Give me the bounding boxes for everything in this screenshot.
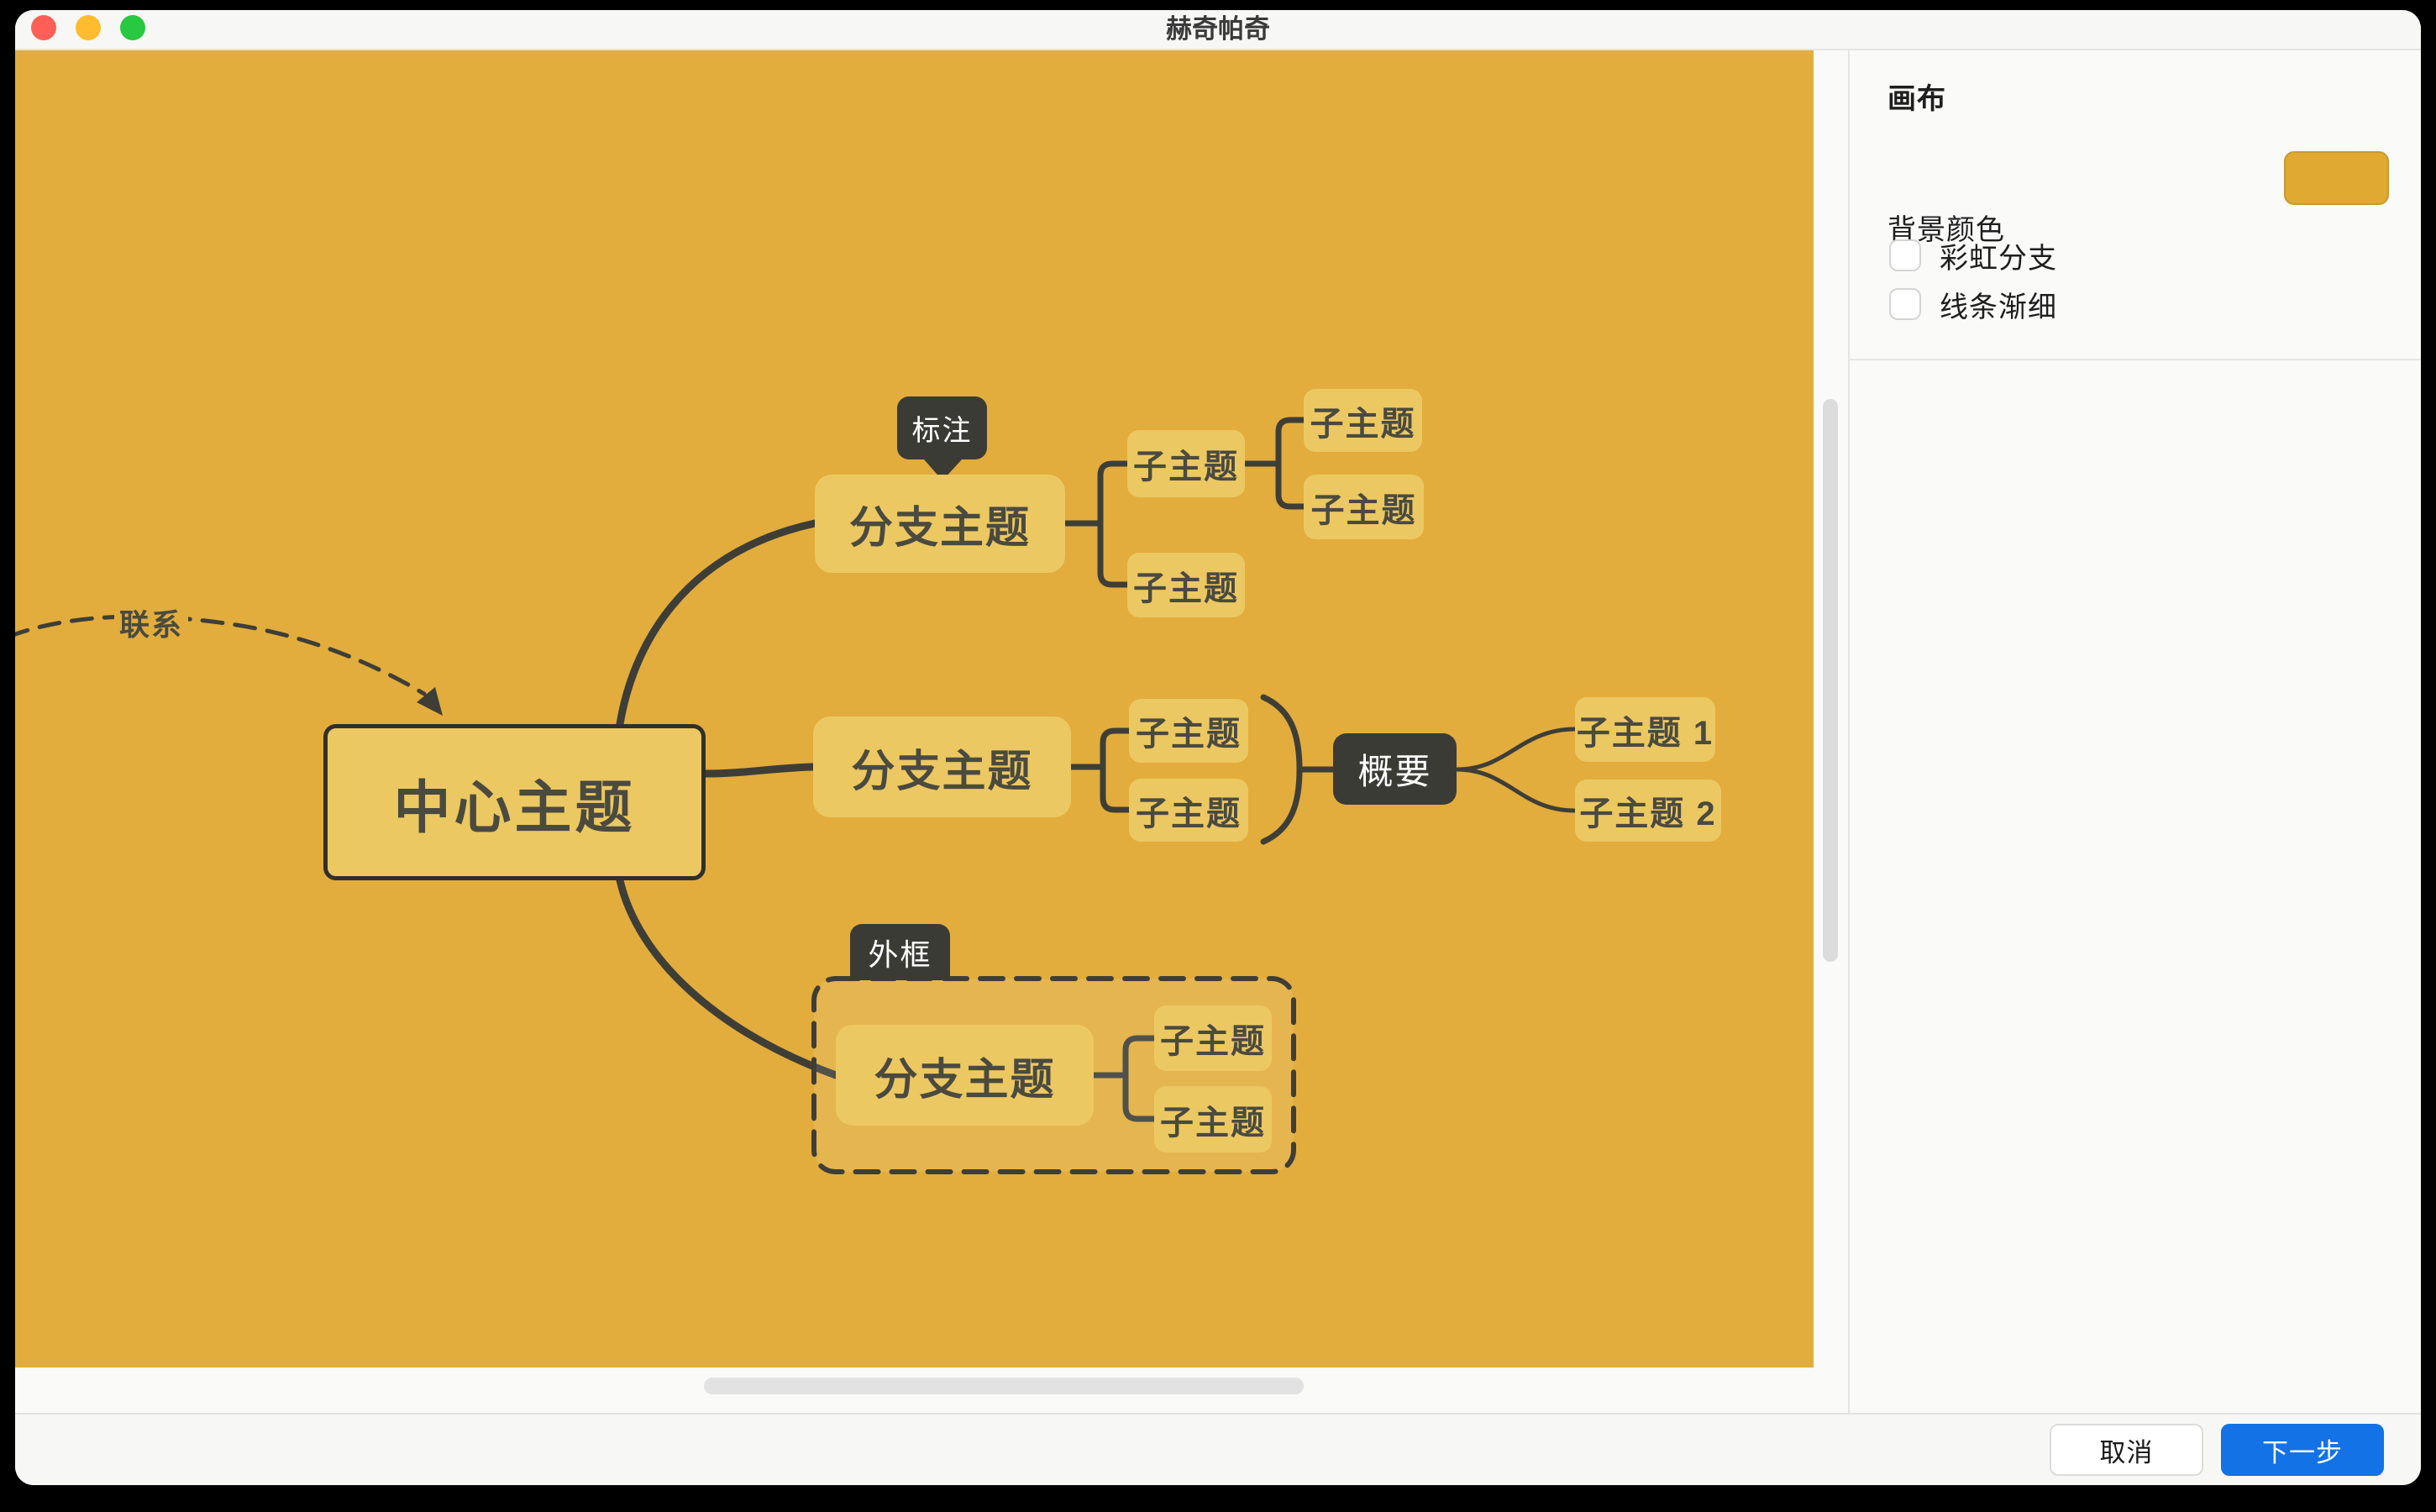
minimize-icon[interactable] [76, 15, 101, 40]
connector-bracket-top [1097, 460, 1131, 588]
summary-node[interactable]: 概要 [1333, 733, 1457, 805]
relationship-arrowhead-icon [417, 687, 443, 716]
subtopic-node[interactable]: 子主题 [1129, 779, 1248, 842]
connector-bracket-bottom [1122, 1035, 1158, 1122]
tapered-line-label: 线条渐细 [1940, 291, 2057, 323]
subtopic-node[interactable]: 子主题 [1304, 475, 1424, 539]
relationship-label[interactable]: 联系 [114, 599, 189, 646]
panel-title: 画布 [1887, 83, 1946, 115]
subtopic-node[interactable]: 子主题 [1154, 1086, 1272, 1152]
branch-topic-node-top[interactable]: 分支主题 [815, 475, 1065, 573]
branch-topic-node-middle[interactable]: 分支主题 [813, 717, 1071, 817]
titlebar[interactable]: 赫奇帕奇 [15, 10, 2421, 50]
horizontal-scrollbar[interactable] [704, 1378, 1304, 1394]
branch-topic-node-bottom[interactable]: 分支主题 [836, 1025, 1094, 1126]
fullscreen-icon[interactable] [120, 15, 145, 40]
boundary-label-tab[interactable]: 外框 [850, 924, 950, 980]
relationship-line [15, 614, 427, 696]
app-window: 赫奇帕奇 [15, 10, 2421, 1485]
cancel-button[interactable]: 取消 [2050, 1424, 2203, 1476]
background-color-swatch[interactable] [2284, 151, 2389, 205]
close-icon[interactable] [31, 15, 56, 40]
canvas-settings-panel: 画布 背景颜色 彩虹分支 线条渐细 [1850, 50, 2421, 1413]
footer-bar: 取消 下一步 [15, 1413, 2421, 1485]
sidebar-divider [1850, 359, 2421, 360]
branch-line-bottom [616, 876, 840, 1079]
main-content: 中心主题 分支主题 标注 子主题 子主题 子主题 子主题 分支主题 子主题 子主… [15, 50, 2421, 1413]
rainbow-branch-row[interactable]: 彩虹分支 [1889, 238, 2057, 275]
window-title: 赫奇帕奇 [1166, 14, 1270, 44]
subtopic-node[interactable]: 子主题 [1304, 389, 1422, 452]
vertical-scrollbar[interactable] [1823, 399, 1838, 962]
rainbow-branch-label: 彩虹分支 [1940, 242, 2057, 275]
traffic-lights [31, 15, 145, 40]
mindmap-lines [15, 417, 1578, 1174]
central-topic-node[interactable]: 中心主题 [323, 724, 706, 880]
subtopic-node[interactable]: 子主题 [1127, 553, 1245, 617]
summary-brace [1260, 694, 1303, 845]
callout-node[interactable]: 标注 [897, 396, 987, 459]
summary-line-1 [1454, 727, 1578, 772]
subtopic-node[interactable]: 子主题 1 [1575, 697, 1715, 762]
next-button[interactable]: 下一步 [2221, 1424, 2384, 1476]
summary-line-2 [1454, 767, 1578, 813]
subtopic-node[interactable]: 子主题 [1154, 1005, 1272, 1071]
subtopic-node[interactable]: 子主题 [1129, 699, 1248, 763]
tapered-line-row[interactable]: 线条渐细 [1889, 286, 2057, 323]
connector-bracket-grandchildren [1275, 417, 1307, 510]
branch-line-middle [701, 763, 817, 778]
panel-divider [1848, 50, 1850, 1413]
rainbow-branch-checkbox[interactable] [1889, 239, 1921, 271]
subtopic-node[interactable]: 子主题 2 [1575, 780, 1721, 842]
subtopic-node[interactable]: 子主题 [1127, 430, 1245, 497]
tapered-line-checkbox[interactable] [1889, 288, 1921, 320]
mindmap-canvas[interactable]: 中心主题 分支主题 标注 子主题 子主题 子主题 子主题 分支主题 子主题 子主… [15, 50, 1814, 1368]
branch-line-top [616, 519, 819, 728]
connector-bracket-middle [1100, 727, 1132, 813]
callout-tail-icon [924, 459, 962, 480]
